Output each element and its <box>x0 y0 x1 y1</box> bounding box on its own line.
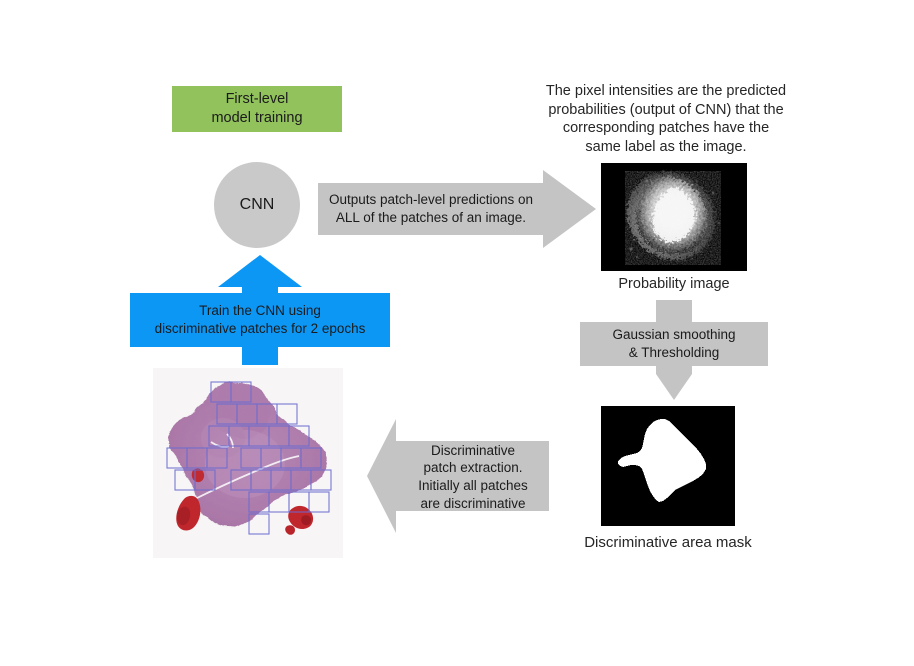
probability-image <box>601 163 747 271</box>
probability-image-caption: Probability image <box>618 276 730 292</box>
gaussian-thresholding-arrow <box>580 300 768 400</box>
cnn-node-label: CNN <box>239 196 275 213</box>
train-cnn-arrow <box>130 255 390 365</box>
first-level-model-training-box: First-level model training <box>172 86 342 132</box>
patch-extraction-arrow-label: Discriminative patch extraction. Initial… <box>418 442 528 511</box>
first-level-model-training-label: First-level model training <box>211 90 303 126</box>
cnn-node: CNN <box>214 162 300 248</box>
train-cnn-arrow-label: Train the CNN using discriminative patch… <box>154 303 366 336</box>
histology-slide-content <box>153 368 343 558</box>
pixel-intensities-note: The pixel intensities are the predicted … <box>545 83 787 155</box>
discriminative-area-mask-content <box>601 406 735 526</box>
outputs-predictions-arrow <box>318 170 596 248</box>
probability-image-content <box>601 163 747 271</box>
discriminative-area-mask-caption: Discriminative area mask <box>584 534 752 551</box>
histology-slide-image <box>153 368 343 558</box>
outputs-predictions-arrow-label: Outputs patch-level predictions on ALL o… <box>328 192 534 225</box>
discriminative-area-mask-image <box>601 406 735 526</box>
patch-extraction-arrow <box>367 419 549 533</box>
gaussian-thresholding-arrow-label: Gaussian smoothing & Thresholding <box>612 327 736 360</box>
